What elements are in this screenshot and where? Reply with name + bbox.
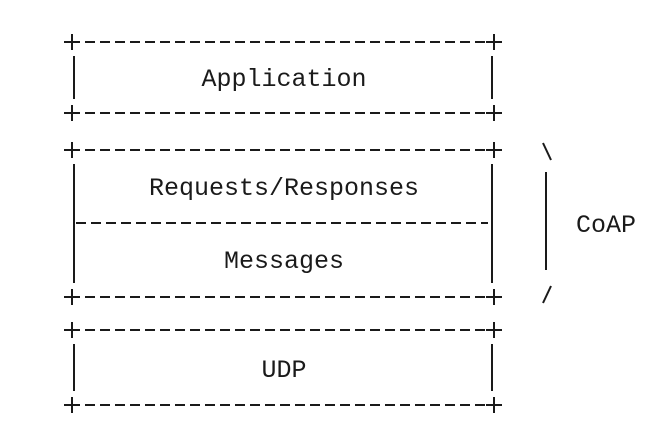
application-label: Application xyxy=(201,65,366,94)
messages-label: Messages xyxy=(224,247,344,276)
coap-label: CoAP xyxy=(576,211,636,240)
coap-bracket: CoAP xyxy=(542,142,636,304)
udp-box: UDP xyxy=(64,322,502,413)
requests-responses-label: Requests/Responses xyxy=(149,174,419,203)
coap-box: Requests/Responses Messages xyxy=(64,142,502,305)
application-box: Application xyxy=(64,34,502,121)
udp-label: UDP xyxy=(261,356,306,385)
